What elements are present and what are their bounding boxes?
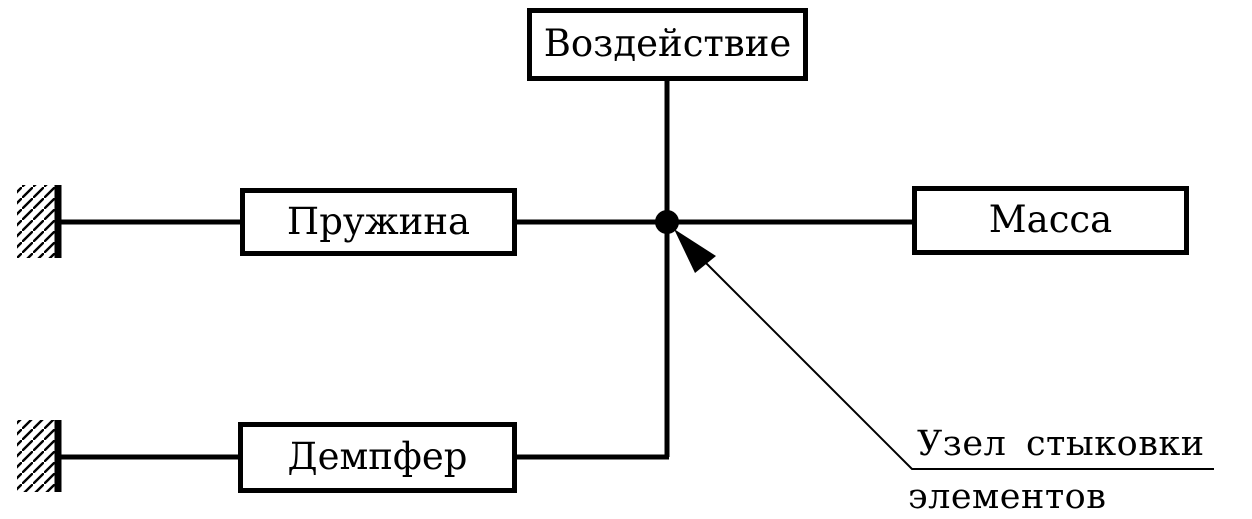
spring-box: Пружина — [240, 188, 517, 256]
spring-box-label: Пружина — [286, 199, 471, 243]
impact-box: Воздействие — [527, 8, 808, 81]
bottom-wall-support-icon — [17, 420, 62, 492]
top-wall-support-icon — [17, 185, 62, 258]
annotation-leader-arrow-icon — [674, 229, 1214, 470]
annotation-line1: Узел стыковки — [917, 424, 1205, 464]
damper-box: Демпфер — [238, 422, 517, 493]
damper-box-label: Демпфер — [287, 435, 468, 478]
annotation-line2: элементов — [908, 477, 1107, 517]
mass-box-label: Масса — [988, 198, 1113, 241]
impact-box-label: Воздействие — [543, 22, 792, 65]
connection-lines — [58, 79, 914, 460]
mass-box: Масса — [912, 186, 1189, 255]
junction-node-dot — [655, 210, 679, 234]
